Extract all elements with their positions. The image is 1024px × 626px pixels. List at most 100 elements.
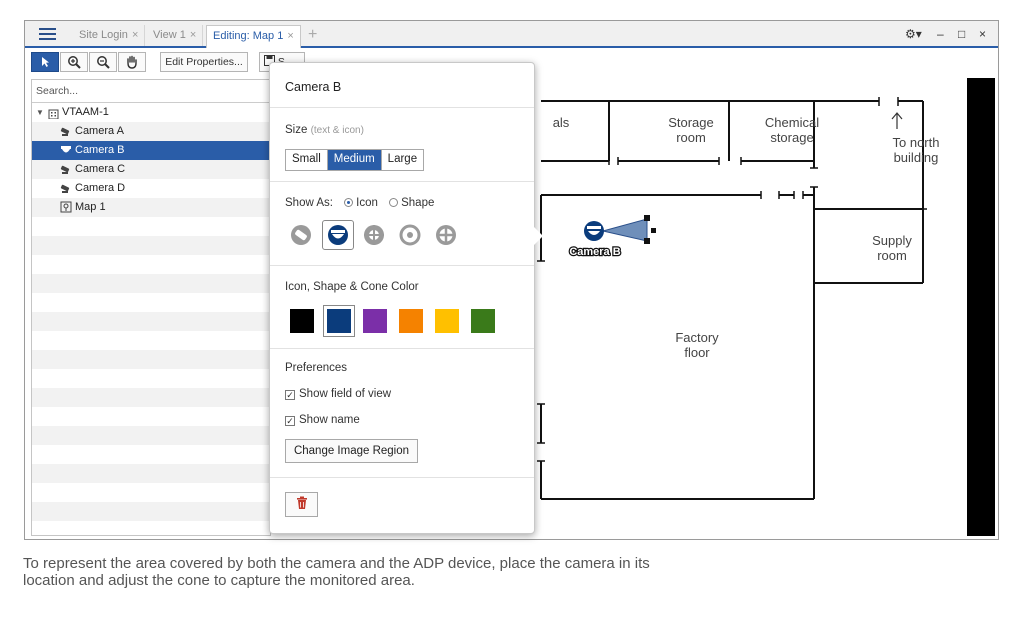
size-large-button[interactable]: Large: [387, 153, 418, 165]
tab-bar: Site Login× View 1× Editing: Map 1× + ⚙▾…: [25, 21, 998, 48]
tree-item-label: Camera C: [75, 163, 126, 175]
divider: [270, 181, 534, 182]
size-segmented-control: Small Medium Large: [285, 149, 425, 171]
map-edge-bar: [967, 78, 995, 536]
show-as-shape-radio[interactable]: [389, 198, 399, 207]
tree-list: ▼ VTAAM-1 Camera A Camera B Camera C Cam…: [32, 103, 270, 217]
tree-item-camera-c[interactable]: Camera C: [32, 160, 270, 179]
dome-camera-icon: [60, 144, 72, 163]
color-swatch-green[interactable]: [471, 309, 495, 333]
add-tab-icon[interactable]: +: [308, 26, 318, 43]
show-as-icon-label[interactable]: Icon: [356, 197, 378, 209]
expand-arrow-icon[interactable]: ▼: [36, 108, 44, 117]
show-name-row[interactable]: ✓ Show name: [285, 414, 360, 426]
room-label-als: als: [553, 115, 570, 130]
camera-b-marker[interactable]: Camera B: [568, 215, 656, 259]
size-label: Size (text & icon): [285, 124, 364, 136]
room-label-storage-line2: room: [676, 130, 706, 145]
divider: [270, 265, 534, 266]
room-label-factory-line2: floor: [684, 345, 710, 360]
popup-arrow: [534, 227, 543, 245]
show-as-icon-radio[interactable]: [344, 198, 354, 207]
tree-item-camera-a[interactable]: Camera A: [32, 122, 270, 141]
camera-properties-popup: Camera B Size (text & icon) Small Medium…: [269, 62, 543, 534]
tab-label: View 1: [153, 29, 186, 41]
map-icon: [60, 201, 72, 220]
show-name-label: Show name: [299, 414, 360, 426]
tree-item-camera-d[interactable]: Camera D: [32, 179, 270, 198]
camera-icon: [60, 182, 72, 201]
dome-camera-icon[interactable]: [322, 220, 354, 250]
tree-item-site[interactable]: ▼ VTAAM-1: [32, 103, 270, 122]
camera-b-map-label: Camera B: [569, 246, 620, 258]
sidebar-tree: Search... ▼ VTAAM-1 Camera A Camera B Ca…: [31, 79, 271, 536]
room-label-storage-line1: Storage: [668, 115, 714, 130]
color-swatch-orange[interactable]: [399, 309, 423, 333]
select-tool-icon[interactable]: [31, 52, 59, 72]
room-label-chemical-line2: storage: [770, 130, 813, 145]
tab-label: Editing: Map 1: [213, 30, 284, 42]
show-fov-checkbox[interactable]: ✓: [285, 390, 295, 400]
divider: [270, 348, 534, 349]
show-name-checkbox[interactable]: ✓: [285, 416, 295, 426]
tab-site-login[interactable]: Site Login×: [73, 25, 146, 46]
room-label-north-line1: To north: [893, 135, 940, 150]
caption-text: To represent the area covered by both th…: [23, 555, 650, 589]
room-label-factory-line1: Factory: [675, 330, 719, 345]
color-swatch-blue[interactable]: [323, 305, 355, 337]
change-image-region-button[interactable]: Change Image Region: [285, 439, 418, 463]
close-icon[interactable]: ×: [131, 29, 139, 41]
close-icon[interactable]: ×: [287, 30, 294, 42]
show-fov-label: Show field of view: [299, 388, 392, 400]
delete-button[interactable]: [285, 492, 318, 517]
bullet-camera-icon[interactable]: [398, 223, 424, 249]
zoom-in-icon[interactable]: [60, 52, 88, 72]
room-label-north-line2: building: [894, 150, 939, 165]
show-fov-row[interactable]: ✓ Show field of view: [285, 388, 391, 400]
search-input[interactable]: Search...: [32, 80, 270, 103]
show-as-row: Show As: Icon Shape: [285, 197, 434, 209]
tree-item-label: Camera B: [75, 144, 125, 156]
tree-item-label: Map 1: [75, 201, 106, 213]
zoom-out-icon[interactable]: [89, 52, 117, 72]
minimize-icon[interactable]: –: [937, 27, 944, 41]
fisheye-camera-icon[interactable]: [362, 223, 388, 249]
size-label-text: Size: [285, 124, 308, 136]
tree-item-label: Camera A: [75, 125, 124, 137]
edit-properties-button[interactable]: Edit Properties...: [160, 52, 248, 72]
crosshair-camera-icon[interactable]: [434, 223, 460, 249]
close-icon[interactable]: ×: [189, 29, 197, 41]
tree-item-map-1[interactable]: Map 1: [32, 198, 270, 217]
tree-item-camera-b[interactable]: Camera B: [32, 141, 270, 160]
tab-editing-map-1[interactable]: Editing: Map 1×: [206, 25, 301, 48]
tab-label: Site Login: [79, 29, 128, 41]
tree-item-label: VTAAM-1: [62, 106, 109, 118]
size-hint: (text & icon): [310, 125, 364, 136]
camera-icon: [60, 125, 72, 144]
show-as-shape-label[interactable]: Shape: [401, 197, 435, 209]
preferences-label: Preferences: [285, 362, 348, 374]
tree-item-label: Camera D: [75, 182, 126, 194]
building-icon: [48, 107, 59, 126]
color-swatch-purple[interactable]: [363, 309, 387, 333]
maximize-icon[interactable]: □: [958, 27, 966, 41]
color-swatch-yellow[interactable]: [435, 309, 459, 333]
trash-icon: [296, 496, 308, 513]
ptz-camera-icon[interactable]: [289, 223, 315, 249]
camera-icon: [60, 163, 72, 182]
settings-icon[interactable]: ⚙▾: [905, 27, 922, 41]
tab-view-1[interactable]: View 1×: [147, 25, 204, 46]
size-small-button[interactable]: Small: [286, 150, 328, 170]
divider: [270, 107, 534, 108]
room-label-chemical-line1: Chemical: [765, 115, 819, 130]
color-swatch-black[interactable]: [290, 309, 314, 333]
hamburger-menu-icon[interactable]: [39, 28, 56, 41]
close-window-icon[interactable]: ×: [979, 27, 987, 41]
pan-hand-icon[interactable]: [118, 52, 146, 72]
size-medium-button[interactable]: Medium: [327, 150, 382, 170]
